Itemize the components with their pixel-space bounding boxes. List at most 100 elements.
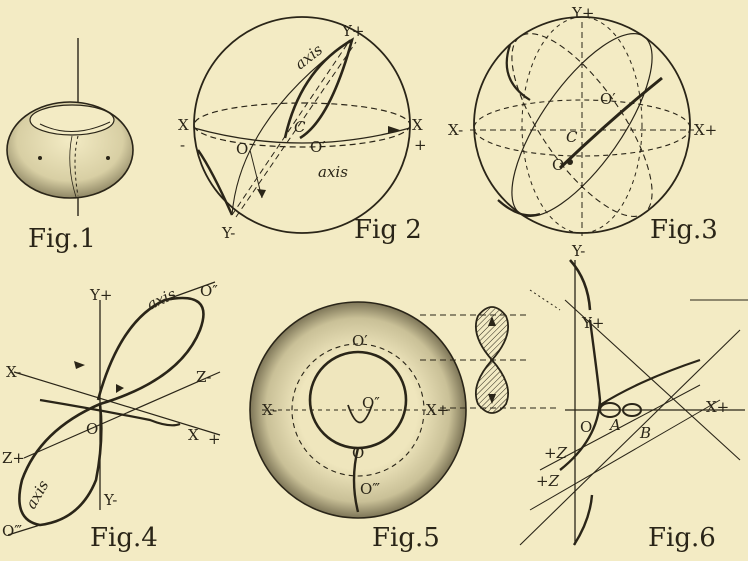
fig3-curve-upper xyxy=(505,44,531,101)
fig6-dots-top xyxy=(529,289,561,311)
lemniscate-upper-lobe xyxy=(474,306,510,362)
fig6-caption: Fig.6 xyxy=(648,523,716,553)
fig5-caption: Fig.5 xyxy=(372,523,440,553)
fig3-label-y-minus: Y- xyxy=(571,242,585,260)
fig2-caption: Fig 2 xyxy=(354,215,422,245)
fig2-axis-dashed-2 xyxy=(235,41,357,218)
fig2-equator-front xyxy=(193,127,411,144)
fig5-label-o-triple: O‴ xyxy=(360,480,380,498)
torus-dashed-section xyxy=(74,135,79,197)
fig6-oval-a xyxy=(599,402,621,418)
fig6-label-z2: +Z xyxy=(536,472,560,490)
fig2-label-axis-top: axis xyxy=(291,40,326,73)
fig6-label-x-plus: X+ xyxy=(706,398,729,416)
fig3-point-o xyxy=(567,159,573,165)
fig2-label-plus: + xyxy=(414,136,427,154)
fig4-label-plus: + xyxy=(208,430,221,448)
fig2-arrowhead xyxy=(257,189,266,198)
fig3-label-y-plus: Y+ xyxy=(571,4,594,22)
fig3-label-x-minus: X- xyxy=(448,121,463,139)
fig6-label-z1: +Z xyxy=(544,444,568,462)
fig6-label-a: A xyxy=(608,416,621,434)
fig2-curve-loop xyxy=(283,37,355,140)
fig4-label-axis-top: axis xyxy=(144,285,179,314)
fig6-oval-b xyxy=(622,403,642,417)
fig4-label-axis-bottom: axis xyxy=(22,477,53,512)
fig2-label-axis-bottom: axis xyxy=(318,163,348,181)
fig2-label-minus: - xyxy=(180,136,185,154)
torus-inner-rim xyxy=(39,121,111,133)
fig6: Y+ X+ O A B +Z +Z Fig.6 xyxy=(519,259,748,553)
fig3-bold-curve xyxy=(558,76,663,170)
fig4-tangent-bottom xyxy=(7,524,41,536)
fig4-label-x-minus: X- xyxy=(6,363,21,381)
fig5-label-o: O xyxy=(352,444,364,462)
fig6-branch-left xyxy=(559,319,602,471)
fig1: Fig.1 xyxy=(6,38,134,254)
lemniscate-inset xyxy=(420,306,560,414)
fig2-label-y-minus: Y- xyxy=(221,224,235,242)
fig4-label-x: X xyxy=(188,426,199,444)
fig6-label-b: B xyxy=(639,424,651,442)
fig3-caption: Fig.3 xyxy=(650,215,718,245)
fig2: Y+ Y- X X + - O O′ C axis axis Fig 2 xyxy=(178,16,427,245)
fig2-axis-dashed xyxy=(231,39,351,216)
fig6-branch-bottom xyxy=(572,494,594,546)
fig4-label-z-minus: Z- xyxy=(196,368,212,386)
fig6-asymptote-2 xyxy=(564,299,741,461)
fig2-label-o: O xyxy=(236,140,248,158)
fig6-branch-right xyxy=(599,358,701,406)
fig4-label-y-plus: Y+ xyxy=(89,286,112,304)
fig6-line-z1 xyxy=(529,399,721,511)
fig4-label-y-minus: Y- xyxy=(103,491,117,509)
fig5-curve-tail xyxy=(352,447,360,513)
fig4-label-o-double: O″ xyxy=(200,282,218,300)
fig5-label-x-minus: X- xyxy=(262,401,277,419)
fig4-arrow-1 xyxy=(74,361,85,369)
fig4-tangent-top xyxy=(164,281,216,301)
torus-hole xyxy=(29,104,115,136)
fig5: X- X+ O′ O″ O O‴ Fig.5 xyxy=(249,301,467,553)
torus-section-line xyxy=(69,135,77,198)
fig5-label-o-double: O″ xyxy=(362,394,380,412)
fig4-caption: Fig.4 xyxy=(90,523,158,553)
fig4-label-o: O xyxy=(86,420,98,438)
fig3-equator xyxy=(473,99,691,157)
lemniscate-arrow-up xyxy=(488,316,496,326)
lemniscate-arrow-down xyxy=(488,394,496,404)
fig2-curve-lower xyxy=(197,149,234,216)
fig2-label-y-plus: Y+ xyxy=(341,22,364,40)
fig3-circle-c xyxy=(521,16,643,234)
fig2-label-x-left: X xyxy=(178,116,189,134)
fig4: Y+ Y- X- X + Z- Z+ O O″ O‴ axis axis Fig… xyxy=(2,281,221,553)
fig3: Y+ Y- X- X+ O O′ C Fig.3 xyxy=(448,4,718,260)
torus-point-right xyxy=(106,156,110,160)
lemniscate-lower-lobe xyxy=(474,358,510,414)
fig3-label-c: C xyxy=(566,128,578,146)
fig4-upper-loop xyxy=(96,296,205,406)
fig2-label-o-prime: O′ xyxy=(310,138,326,156)
fig3-label-o: O xyxy=(552,156,564,174)
fig4-label-z-plus: Z+ xyxy=(2,449,25,467)
fig6-line-z2 xyxy=(539,384,701,471)
fig4-band xyxy=(39,398,181,427)
torus-point-left xyxy=(38,156,42,160)
fig4-arrow-2 xyxy=(116,384,124,393)
fig5-label-o-prime: O′ xyxy=(352,332,368,350)
fig6-label-y-plus: Y+ xyxy=(581,314,604,332)
fig4-label-o-triple: O‴ xyxy=(2,522,22,540)
fig6-label-o: O xyxy=(580,418,592,436)
fig1-caption: Fig.1 xyxy=(28,224,96,254)
fig5-label-x-plus: X+ xyxy=(426,401,449,419)
fig2-label-c: C xyxy=(294,118,306,136)
fig6-asymptote-1 xyxy=(519,329,741,546)
fig3-label-x-plus: X+ xyxy=(694,121,717,139)
fig3-label-o-prime: O′ xyxy=(600,90,616,108)
fig3-curve-lower xyxy=(497,199,541,217)
fig4-x-axis xyxy=(13,371,221,436)
fig6-branch-top xyxy=(569,259,592,311)
fig2-equator-arrow xyxy=(388,126,400,134)
fig2-equator-back xyxy=(193,102,411,148)
